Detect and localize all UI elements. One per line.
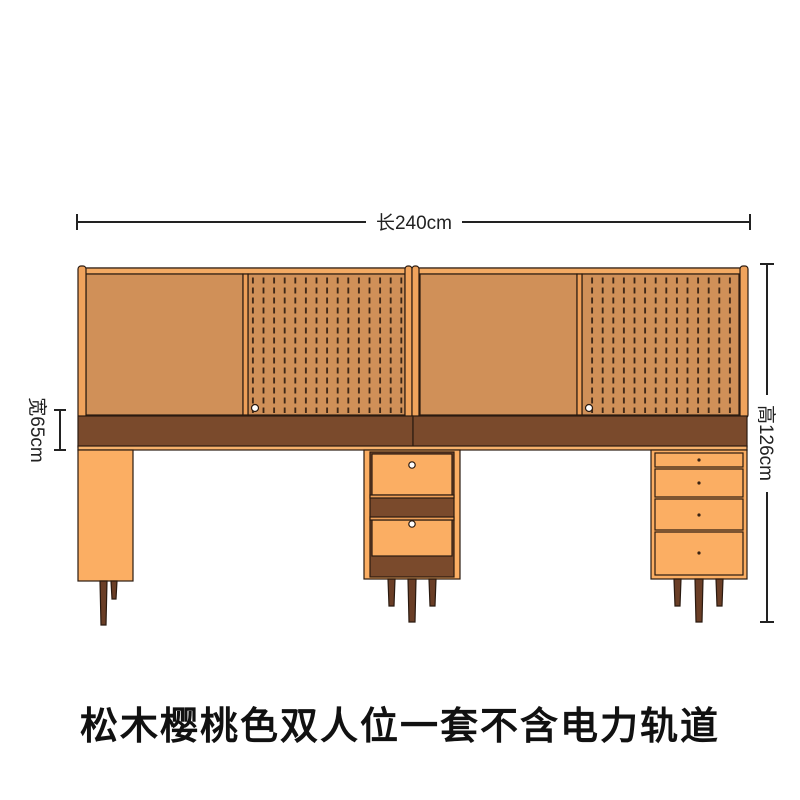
hutch-right-center-post [411, 265, 420, 419]
center-leg-mid [407, 578, 417, 623]
center-leg-right [428, 578, 437, 607]
depth-dimension: 宽65cm [26, 397, 66, 463]
right-drawer-1-knob [697, 458, 701, 462]
center-drawer-bottom-knob [408, 520, 416, 528]
cable-hole-right [584, 403, 594, 413]
length-label: 长240cm [376, 212, 452, 234]
hutch-right-post [739, 265, 749, 419]
hutch-right-panel [419, 273, 578, 416]
right-drawer-3-knob [697, 513, 701, 517]
left-side-panel [77, 449, 134, 626]
right-drawer-2-knob [697, 481, 701, 485]
height-label: 高126cm [755, 405, 777, 481]
hutch-left-panel [85, 273, 244, 416]
center-leg-left [387, 578, 396, 607]
desktop-edge [77, 445, 748, 451]
right-leg-left [673, 578, 682, 607]
cable-hole-left [250, 403, 260, 413]
length-dimension: 长240cm [76, 212, 751, 234]
hutch [77, 265, 749, 419]
left-leg-back [110, 580, 118, 600]
right-drawer-4-knob [697, 551, 701, 555]
product-caption: 松木樱桃色双人位一套不含电力轨道 [79, 703, 720, 748]
right-leg-mid [694, 578, 704, 623]
hutch-left-divider [242, 273, 249, 416]
hutch-left-pegboard-holes [250, 276, 403, 413]
center-shelf-mid [369, 494, 455, 499]
hutch-left-center-post [404, 265, 413, 419]
hutch-right-divider [576, 273, 583, 416]
right-leg-right [715, 578, 724, 607]
height-dimension: 高126cm [755, 263, 777, 623]
desktop-right [412, 415, 748, 448]
hutch-right-pegboard-holes [584, 276, 737, 413]
center-cabinet [363, 449, 461, 623]
center-drawer-top-knob [408, 461, 416, 469]
desktop-left [77, 415, 414, 448]
desktop [77, 415, 748, 451]
left-leg-front [99, 580, 108, 626]
center-drawer-top [371, 453, 453, 496]
left-panel-body [77, 449, 134, 582]
hutch-left-post [77, 265, 87, 419]
center-shelf-low [369, 516, 455, 521]
right-cabinet [650, 449, 748, 623]
depth-label: 宽65cm [26, 397, 48, 462]
